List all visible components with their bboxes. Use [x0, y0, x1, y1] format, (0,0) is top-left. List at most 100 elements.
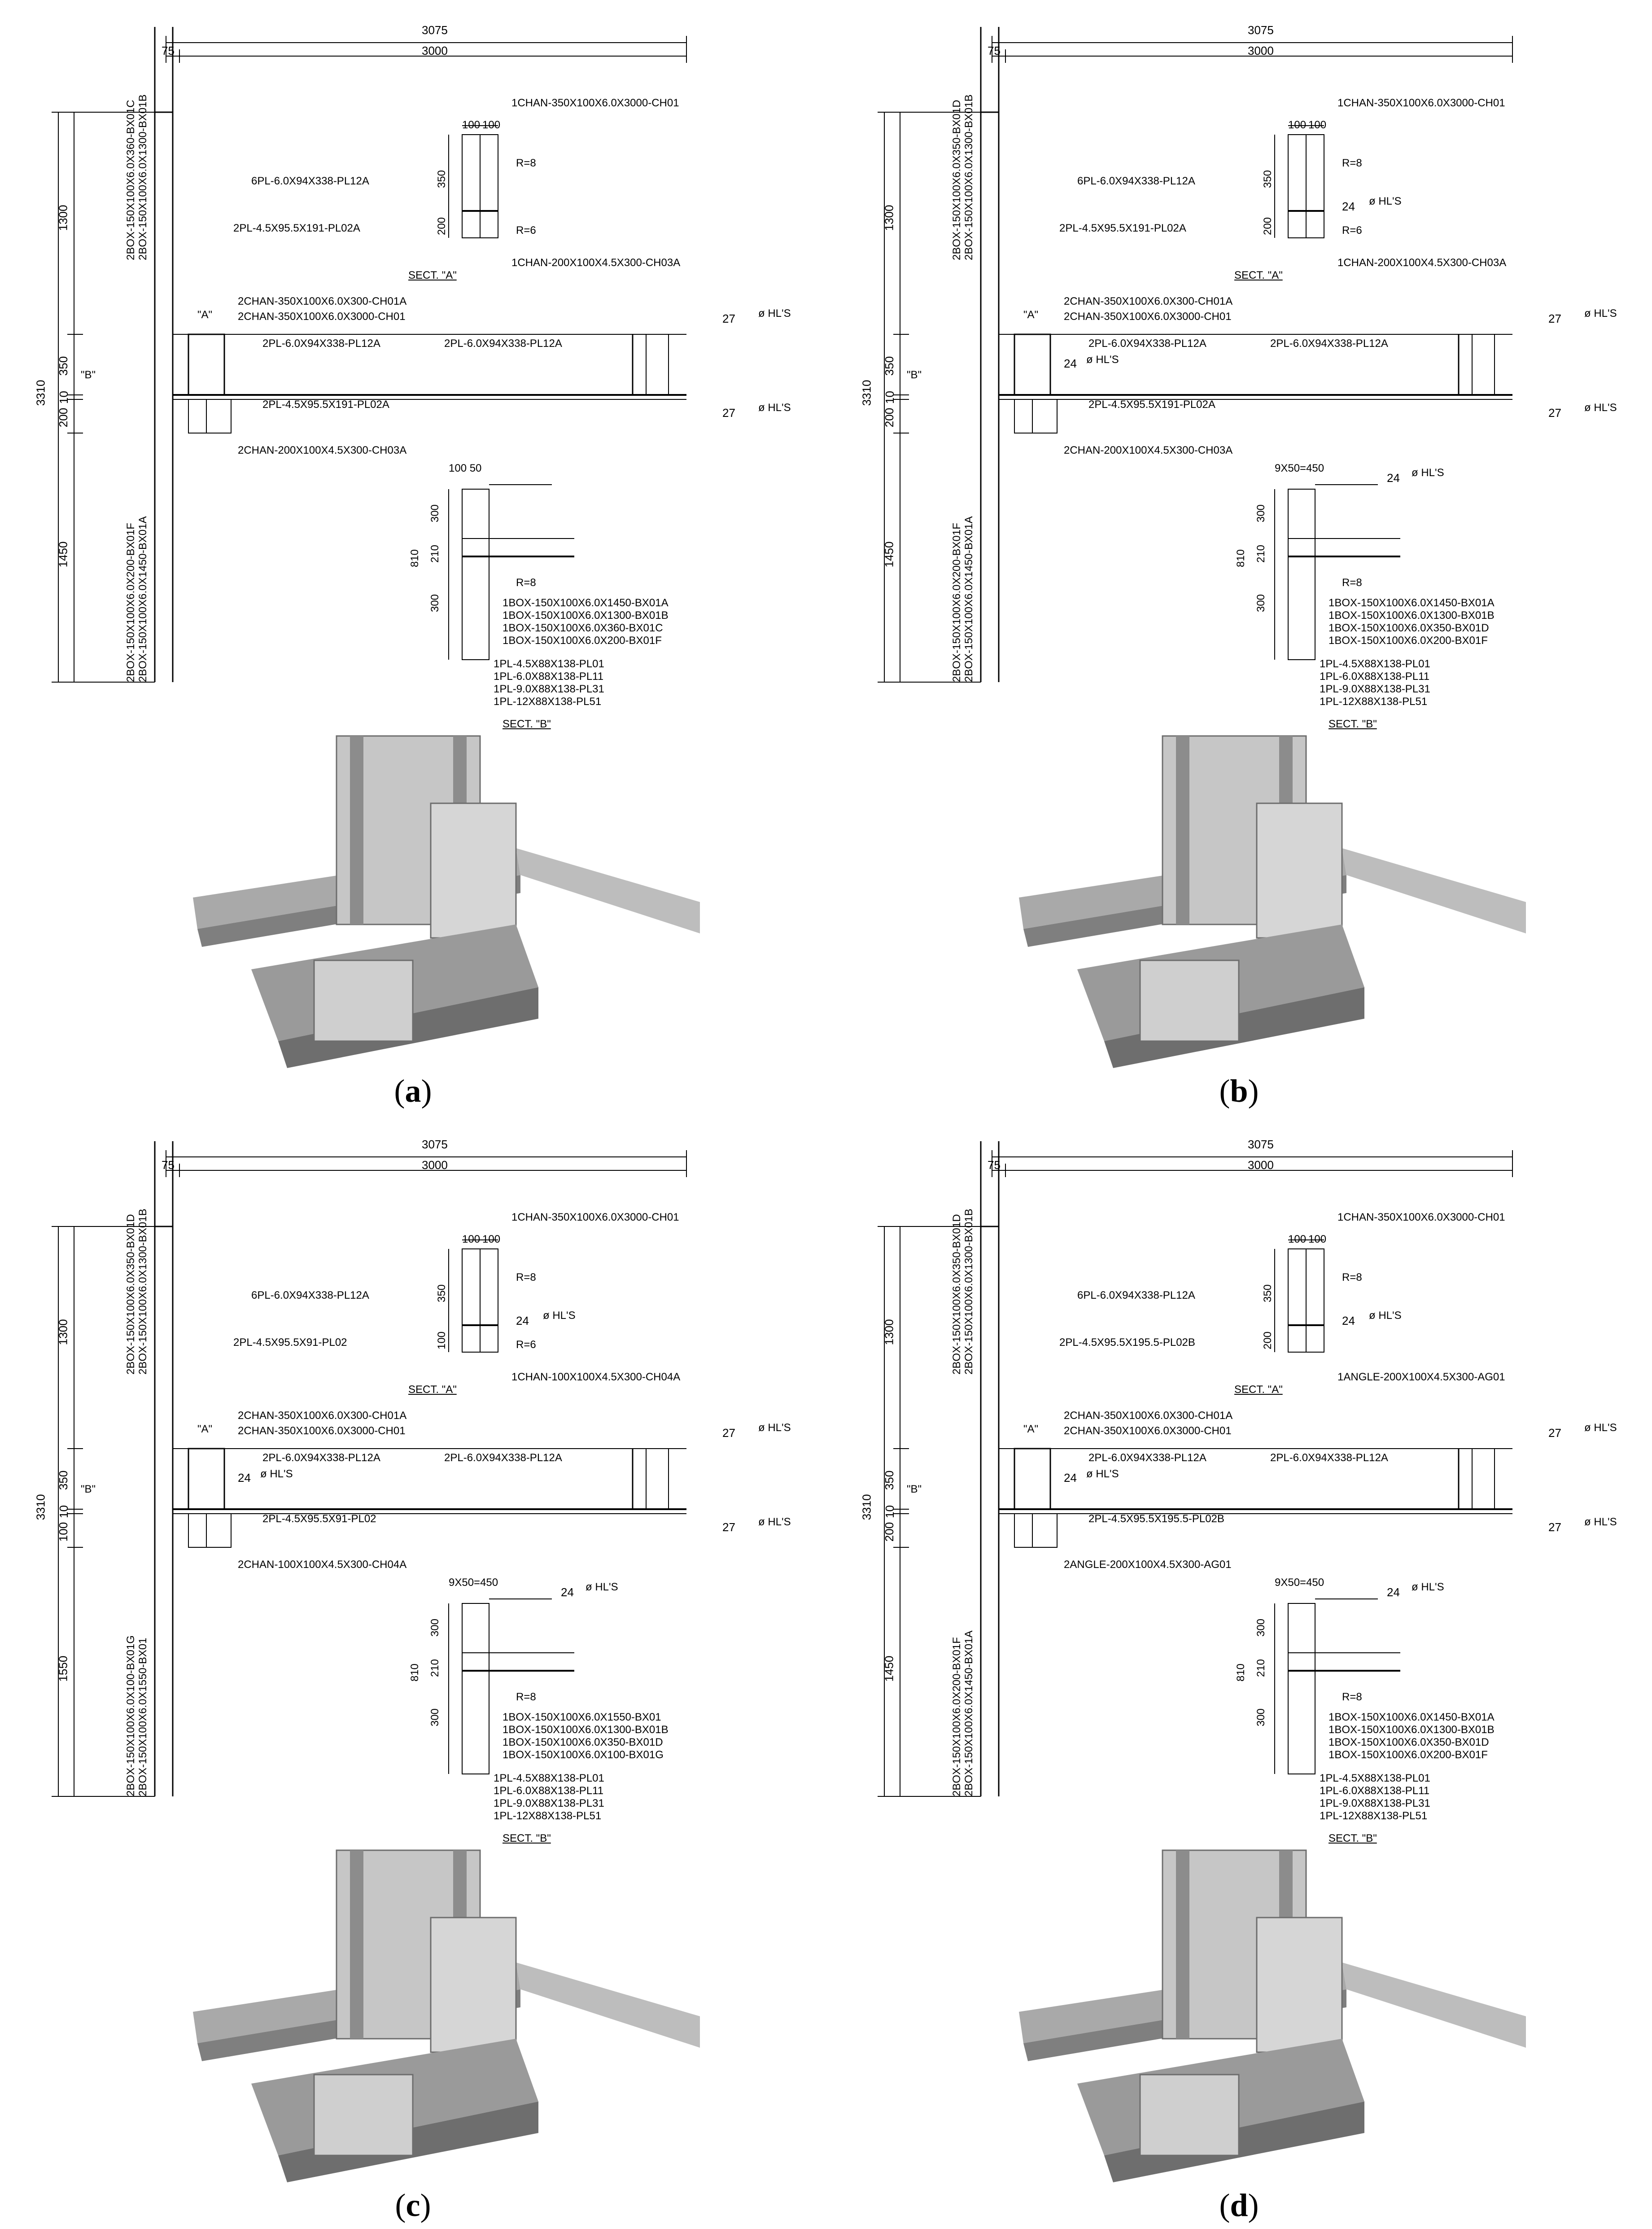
sect-b-hole-count: 24: [561, 1585, 574, 1599]
sect-a-bottom-member: 1ANGLE-200X100X4.5X300-AG01: [1337, 1371, 1505, 1383]
sect-b-plate-2: 1PL-6.0X88X138-PL11: [1320, 1785, 1430, 1797]
beam-label-b: "B": [81, 1483, 96, 1495]
sect-b-plate-1: 1PL-4.5X88X138-PL01: [1320, 1772, 1430, 1784]
dim-left-offset: 75: [162, 44, 175, 57]
panel-caption: (d): [1219, 2187, 1259, 2223]
sect-b-box-3: 1BOX-150X100X6.0X350-BX01D: [1329, 622, 1489, 634]
sect-a-plate-1: 6PL-6.0X94X338-PL12A: [1077, 175, 1195, 187]
sect-a-dim-2: 100: [1308, 119, 1327, 131]
sect-b-plate-4: 1PL-12X88X138-PL51: [494, 696, 602, 708]
beam-hole-label-1: ø HL'S: [1584, 307, 1617, 320]
column-bottom-label-1: 2BOX-150X100X6.0X200-BX01F: [125, 523, 137, 682]
dim-width: 3000: [1248, 44, 1274, 57]
panel-caption: (c): [395, 2187, 431, 2223]
beam-plate-1: 2PL-6.0X94X338-PL12A: [262, 337, 380, 350]
dim-total-width: 3075: [422, 23, 448, 37]
sect-b-title: SECT. "B": [503, 1832, 551, 1844]
beam-label-b: "B": [907, 1483, 922, 1495]
sect-a-plate-1: 6PL-6.0X94X338-PL12A: [251, 175, 369, 187]
sect-b-radius: R=8: [516, 1691, 536, 1703]
sect-b-height-3: 300: [429, 1708, 441, 1727]
sect-b-height-1: 300: [1255, 1618, 1267, 1637]
beam-plate-2: 2PL-6.0X94X338-PL12A: [1270, 1452, 1388, 1464]
dim-total-width: 3075: [1248, 1138, 1274, 1151]
dim-upper: 1300: [56, 205, 70, 231]
sect-a-radius-1: R=8: [516, 157, 536, 169]
sect-a-plate-1: 6PL-6.0X94X338-PL12A: [251, 1289, 369, 1301]
sect-b-height-3: 300: [429, 594, 441, 613]
beam-label-a: "A": [1023, 1423, 1039, 1435]
beam-hole-count-2: 27: [722, 1520, 735, 1534]
sect-a-dim-1: 100: [1288, 1233, 1307, 1245]
sect-b-box-2: 1BOX-150X100X6.0X1300-BX01B: [503, 609, 669, 622]
dim-total-height: 3310: [860, 380, 874, 406]
sect-b-dim-top: 9X50=450: [449, 1577, 498, 1589]
sect-b-height-1: 300: [429, 1618, 441, 1637]
sect-b-plate-4: 1PL-12X88X138-PL51: [494, 1810, 602, 1822]
column-top-label-2: 2BOX-150X100X6.0X1300-BX01B: [963, 94, 975, 260]
beam-hole-label-1: ø HL'S: [758, 1422, 791, 1434]
beam-plate-3: 2PL-4.5X95.5X91-PL02: [262, 1513, 376, 1525]
sect-a-title: SECT. "A": [408, 1384, 457, 1396]
beam-plate-2: 2PL-6.0X94X338-PL12A: [444, 337, 562, 350]
beam-hole-count-3: 24: [1064, 1471, 1077, 1485]
sect-a-hole-label: ø HL'S: [543, 1309, 576, 1322]
dim-total-width: 3075: [1248, 23, 1274, 37]
sect-b-box-2: 1BOX-150X100X6.0X1300-BX01B: [1329, 1724, 1495, 1736]
sect-b-box-1: 1BOX-150X100X6.0X1450-BX01A: [1329, 1711, 1495, 1723]
dim-width: 3000: [422, 1158, 448, 1172]
sect-b-plate-1: 1PL-4.5X88X138-PL01: [1320, 658, 1430, 670]
beam-label-b: "B": [81, 369, 96, 381]
sect-b-height-2: 210: [429, 1659, 441, 1677]
sect-b-height-3: 300: [1255, 594, 1267, 613]
beam-hole-label-1: ø HL'S: [758, 307, 791, 320]
beam-hole-count-3: 24: [238, 1471, 251, 1485]
beam-hole-label-2: ø HL'S: [1584, 1516, 1617, 1528]
panel-drawing: [878, 1141, 1526, 2182]
sect-a-height-1: 350: [436, 1284, 448, 1303]
sect-b-plate-4: 1PL-12X88X138-PL51: [1320, 1810, 1428, 1822]
sect-a-radius-1: R=8: [1342, 1271, 1362, 1283]
beam-plate-3: 2PL-4.5X95.5X191-PL02A: [262, 399, 389, 411]
sect-a-plate-2: 2PL-4.5X95.5X191-PL02A: [233, 222, 360, 234]
panel-caption: (a): [394, 1073, 432, 1109]
beam-member-2: 2CHAN-350X100X6.0X3000-CH01: [1064, 311, 1232, 323]
dim-b2: 10: [883, 1505, 896, 1518]
beam-plate-3: 2PL-4.5X95.5X191-PL02A: [1088, 399, 1215, 411]
sect-a-hole-label: ø HL'S: [1369, 195, 1402, 207]
beam-member-2: 2CHAN-350X100X6.0X3000-CH01: [1064, 1425, 1232, 1437]
sect-b-hole-label: ø HL'S: [586, 1581, 618, 1593]
dim-total-height: 3310: [34, 380, 48, 406]
column-top-label-1: 2BOX-150X100X6.0X360-BX01C: [125, 100, 137, 260]
dim-width: 3000: [1248, 1158, 1274, 1172]
sect-b-hole-count: 24: [1387, 471, 1400, 485]
sect-b-plate-2: 1PL-6.0X88X138-PL11: [494, 670, 604, 683]
sect-b-height: 810: [1235, 1663, 1247, 1682]
dim-b2: 10: [57, 391, 70, 404]
sect-a-bottom-member: 1CHAN-200X100X4.5X300-CH03A: [1337, 257, 1507, 269]
sect-a-hole-count: 24: [516, 1314, 529, 1327]
sect-a-top-member: 1CHAN-350X100X6.0X3000-CH01: [1337, 1211, 1505, 1223]
beam-label-b: "B": [907, 369, 922, 381]
beam-hole-count-2: 27: [1548, 406, 1561, 420]
render-3d: [1019, 1849, 1526, 2182]
sect-a-top-member: 1CHAN-350X100X6.0X3000-CH01: [1337, 97, 1505, 109]
beam-hole-label-2: ø HL'S: [758, 402, 791, 414]
sect-a-top-member: 1CHAN-350X100X6.0X3000-CH01: [511, 1211, 679, 1223]
beam-member-3: 2CHAN-200X100X4.5X300-CH03A: [238, 444, 407, 456]
dim-total-height: 3310: [34, 1494, 48, 1520]
column-bottom-label-2: 2BOX-150X100X6.0X1450-BX01A: [963, 1630, 975, 1796]
beam-hole-label-2: ø HL'S: [1584, 402, 1617, 414]
sect-b-title: SECT. "B": [1329, 1832, 1377, 1844]
beam-plate-1: 2PL-6.0X94X338-PL12A: [1088, 337, 1206, 350]
sect-b-dim-top: 9X50=450: [1275, 1577, 1324, 1589]
sect-a-height-1: 350: [1262, 1284, 1274, 1303]
beam-hole-count-1: 27: [722, 1426, 735, 1440]
dim-upper: 1300: [56, 1319, 70, 1345]
sect-a-dim-2: 100: [1308, 1233, 1327, 1245]
sect-b-box-1: 1BOX-150X100X6.0X1550-BX01: [503, 1711, 661, 1723]
sect-a-plate-2: 2PL-4.5X95.5X191-PL02A: [1059, 222, 1186, 234]
column-top-label-1: 2BOX-150X100X6.0X350-BX01D: [125, 1214, 137, 1375]
sect-a-top-member: 1CHAN-350X100X6.0X3000-CH01: [511, 97, 679, 109]
sect-a-dim-1: 100: [1288, 119, 1307, 131]
